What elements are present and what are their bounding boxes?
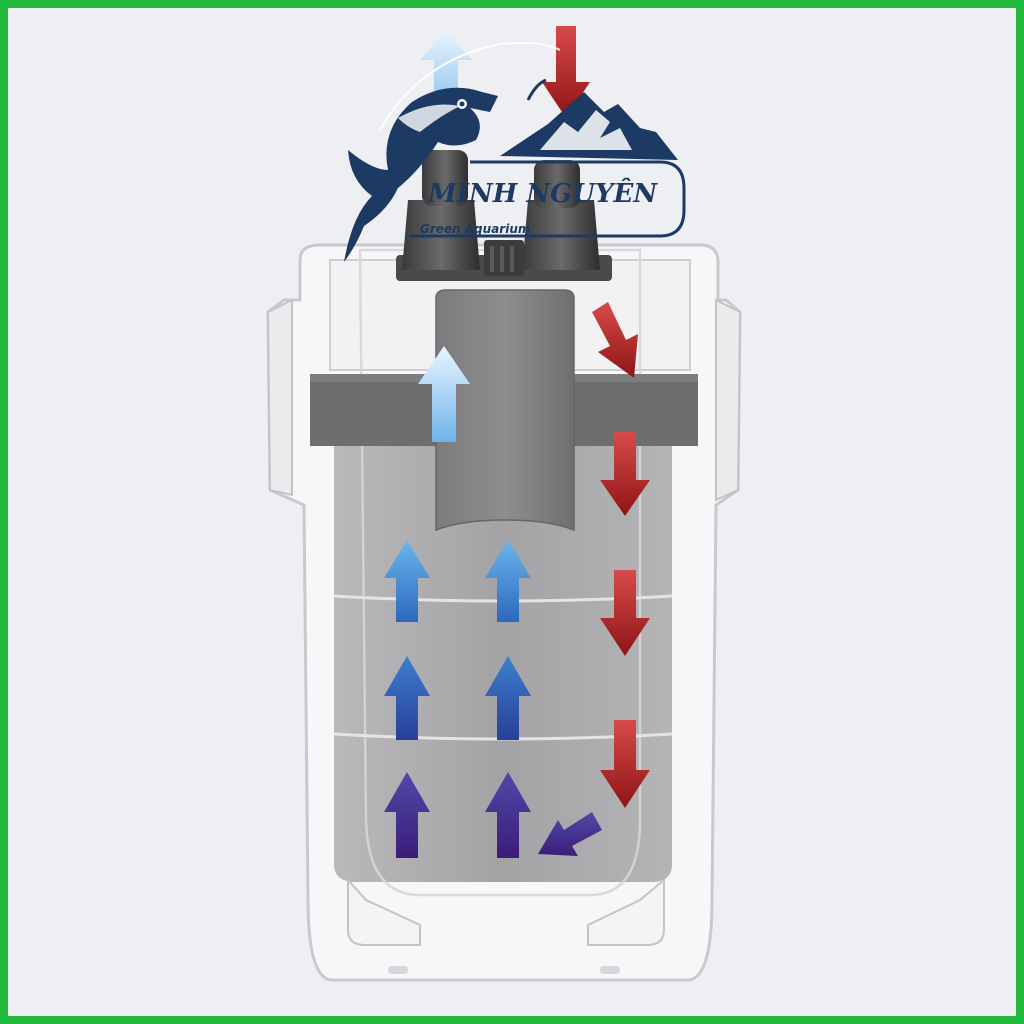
watermark-tagline: Green Aquarium	[420, 222, 530, 236]
outflow-arrow	[384, 656, 430, 740]
outflow-arrow	[485, 656, 531, 740]
crossover-arrow	[538, 812, 602, 856]
outflow-arrow	[384, 772, 430, 858]
outflow-arrow	[420, 30, 472, 118]
outflow-arrow	[485, 540, 531, 622]
outflow-arrows	[384, 30, 602, 858]
inflow-arrow	[600, 570, 650, 656]
outflow-arrow	[485, 772, 531, 858]
outflow-arrow	[384, 540, 430, 622]
watermark-brand: MINH NGUYÊN	[427, 177, 658, 209]
inflow-arrow	[542, 26, 590, 118]
inflow-arrow	[592, 302, 638, 378]
mountain-icon	[500, 92, 678, 160]
inflow-arrow	[600, 720, 650, 808]
fish-icon	[344, 78, 547, 262]
center-tube	[435, 289, 575, 532]
valve-assembly	[396, 150, 612, 281]
watermark-logo: MINH NGUYÊN Green Aquarium	[344, 41, 686, 262]
inflow-arrows	[542, 26, 650, 808]
outflow-arrow	[418, 346, 470, 442]
inflow-arrow	[600, 432, 650, 516]
